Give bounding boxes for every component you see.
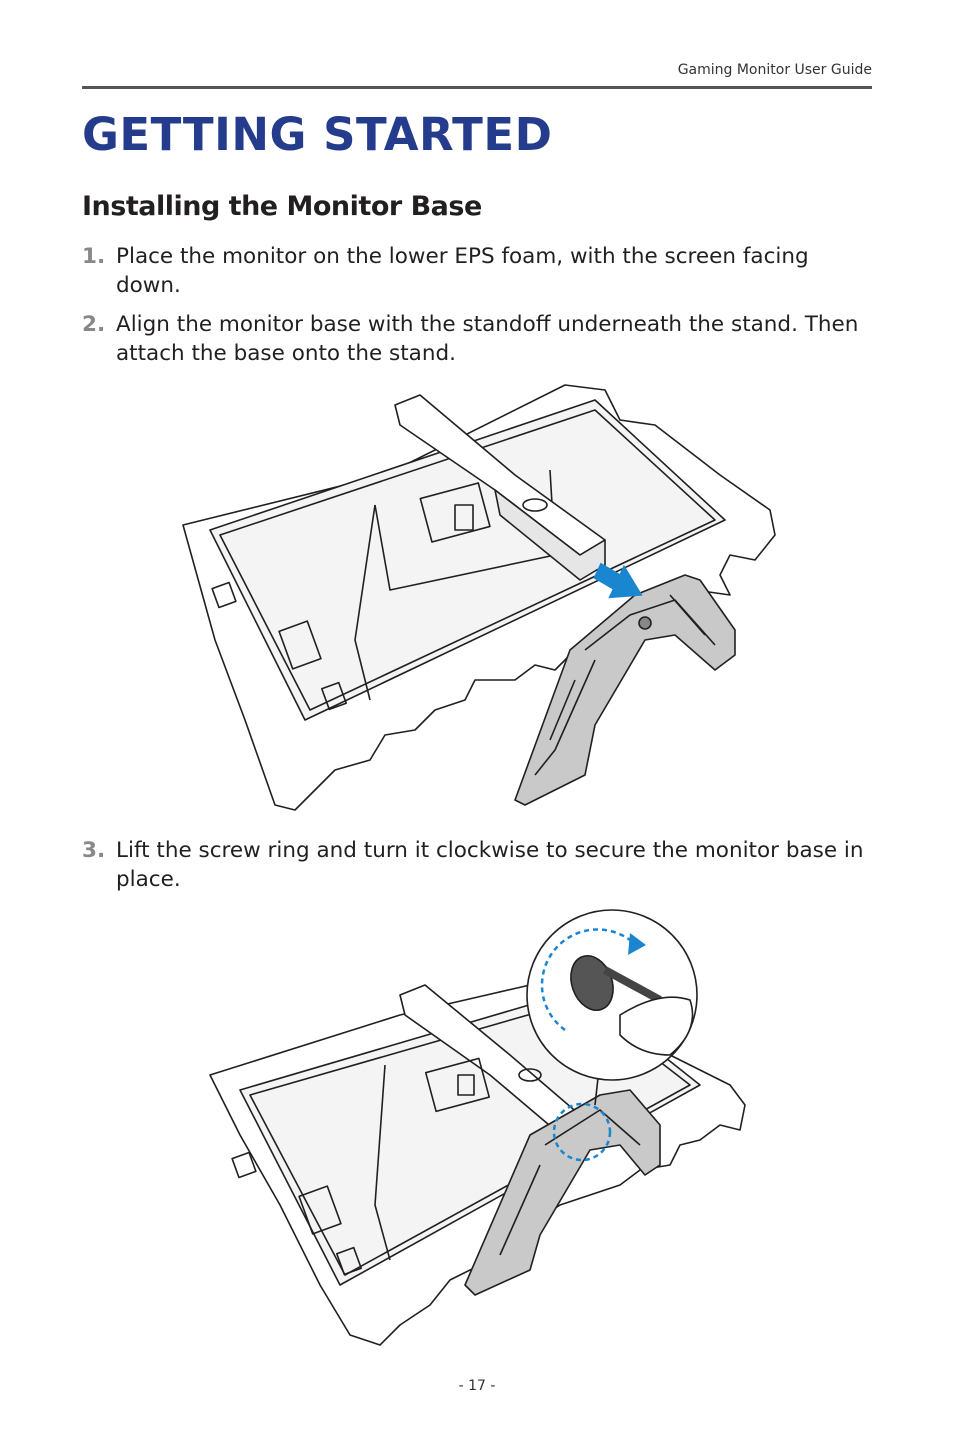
step-number: 2. [82,312,106,337]
step-number: 1. [82,244,106,269]
page-number: - 17 - [458,1378,496,1394]
page-title: GETTING STARTED [82,108,553,161]
attach-base-illustration [182,384,776,811]
header-divider [82,86,872,89]
step-text: Lift the screw ring and turn it clockwis… [116,838,864,892]
step-text: Align the monitor base with the standoff… [116,312,859,366]
step-number: 3. [82,838,106,863]
running-header: Gaming Monitor User Guide [677,62,872,78]
step-text: Place the monitor on the lower EPS foam,… [116,244,809,298]
screw-ring-illustration [209,909,746,1346]
section-title: Installing the Monitor Base [82,191,482,222]
